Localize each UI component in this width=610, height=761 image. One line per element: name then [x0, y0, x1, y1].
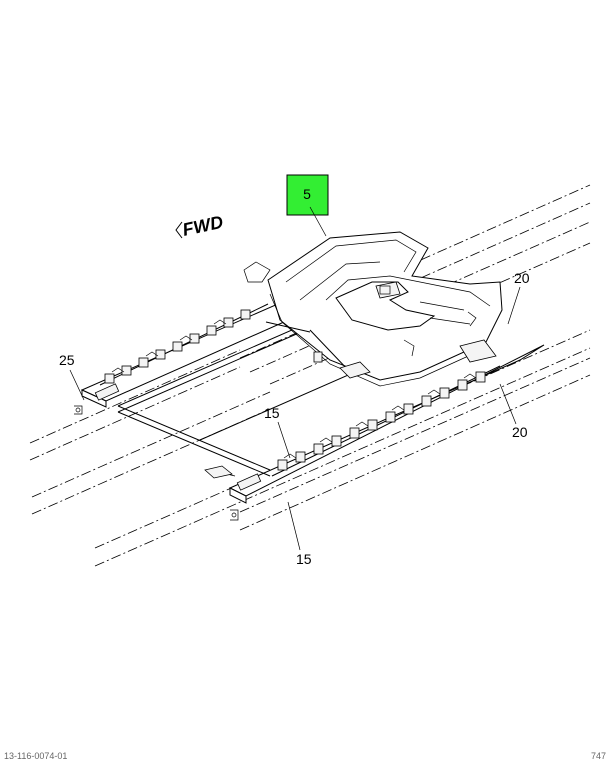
footer-left-code: 13-116-0074-01	[4, 751, 67, 761]
left-locking-rail	[99, 303, 269, 386]
callout-15-upper-text: 15	[264, 405, 280, 421]
forward-direction-marker: FWD	[175, 212, 225, 240]
footer-right-code: 747	[591, 751, 606, 761]
right-locking-rail	[271, 365, 501, 477]
callout-20-upper[interactable]: 20	[507, 270, 530, 325]
callout-5-highlight	[286, 174, 329, 216]
fifth-wheel-plate	[243, 231, 503, 387]
callout-20-upper-text: 20	[514, 270, 530, 286]
callout-20-lower[interactable]: 20	[499, 383, 528, 440]
callout-20-lower-text: 20	[512, 424, 528, 440]
callout-15-lower-text: 15	[296, 551, 312, 567]
callout-25[interactable]: 25	[59, 352, 85, 401]
callout-5[interactable]: 5	[286, 174, 329, 237]
forward-label: FWD	[181, 212, 225, 240]
callout-15-upper[interactable]: 15	[264, 405, 291, 459]
callout-25-text: 25	[59, 352, 75, 368]
callout-5-text: 5	[303, 186, 311, 202]
callout-15-lower[interactable]: 15	[287, 501, 312, 567]
